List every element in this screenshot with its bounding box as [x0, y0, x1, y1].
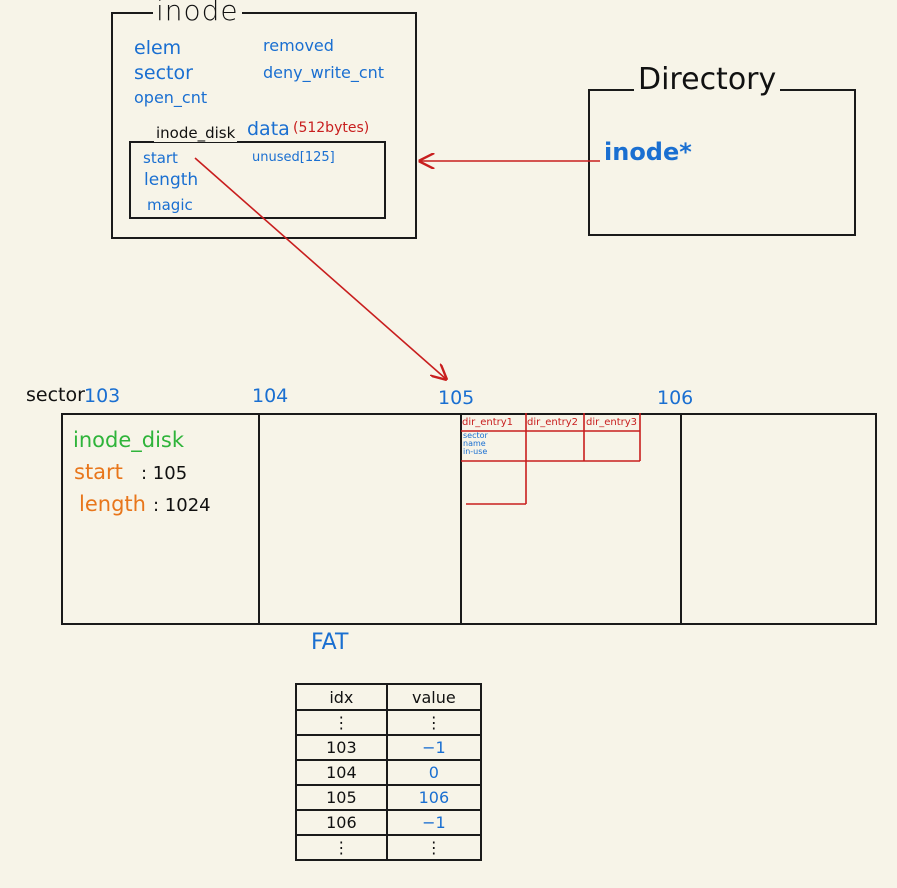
fat-cell-value: 0	[385, 759, 483, 786]
fat-cell-value: 106	[385, 784, 483, 811]
sector103-heading: inode_disk	[73, 428, 185, 452]
dir-entry-field-sector: sector	[463, 431, 488, 440]
inode-disk-field-length: length	[144, 170, 199, 190]
sector103-start-value: : 105	[141, 463, 188, 484]
fat-cell-idx: 105	[295, 784, 388, 811]
dir-entry-field-name: name	[463, 439, 486, 448]
inode-field-elem: elem	[134, 37, 182, 59]
directory-title: Directory	[634, 62, 781, 97]
dir-entry-3: dir_entry3	[586, 417, 638, 428]
fat-row: ⋮⋮	[295, 834, 483, 861]
inode-disk-unused: unused[125]	[252, 150, 335, 165]
fat-cell-idx: ⋮	[295, 709, 388, 736]
sector103-length-label: length	[79, 492, 146, 516]
inode-disk-title: inode_disk	[154, 124, 238, 142]
inode-field-removed: removed	[263, 36, 334, 55]
dir-entry-grid	[461, 413, 641, 505]
inode-field-deny-write-cnt: deny_write_cnt	[263, 63, 385, 82]
fat-header-value: value	[385, 683, 483, 711]
inode-disk-data-size: (512bytes)	[291, 120, 372, 136]
inode-disk-box	[129, 141, 386, 219]
fat-cell-value: ⋮	[385, 709, 483, 736]
fat-cell-idx: 106	[295, 809, 388, 836]
fat-row: 103−1	[295, 734, 483, 761]
inode-box	[111, 12, 417, 239]
fat-row: ⋮⋮	[295, 709, 483, 736]
dir-entry-2: dir_entry2	[527, 417, 579, 428]
fat-cell-value: −1	[385, 809, 483, 836]
dir-entry-field-in-use: in-use	[463, 447, 488, 456]
sector-number-104: 104	[252, 385, 289, 407]
sector-number-106: 106	[657, 387, 694, 409]
fat-cell-idx: 104	[295, 759, 388, 786]
inode-disk-field-magic: magic	[147, 196, 193, 214]
arrow-start-to-sector105	[194, 157, 446, 379]
dir-entry-1: dir_entry1	[462, 417, 514, 428]
sector-cell-106	[680, 413, 877, 625]
fat-header-row: idx value	[295, 683, 483, 711]
inode-title: inode	[153, 0, 242, 27]
sector-prefix-label: sector	[26, 384, 85, 406]
fat-row: 106−1	[295, 809, 483, 836]
fat-title: FAT	[311, 630, 349, 655]
sector-number-103: 103	[84, 385, 121, 407]
fat-header-idx: idx	[295, 683, 388, 711]
sector-number-105: 105	[438, 387, 475, 409]
fat-cell-value: −1	[385, 734, 483, 761]
inode-field-open-cnt: open_cnt	[134, 88, 208, 107]
fat-cell-value: ⋮	[385, 834, 483, 861]
sector103-length-value: : 1024	[153, 495, 211, 516]
inode-disk-field-start: start	[143, 149, 178, 167]
directory-field-inode-ptr: inode*	[604, 138, 692, 166]
fat-cell-idx: ⋮	[295, 834, 388, 861]
inode-field-sector: sector	[134, 62, 193, 84]
sector103-start-label: start	[74, 460, 123, 484]
inode-disk-data-label: data	[245, 118, 292, 140]
fat-cell-idx: 103	[295, 734, 388, 761]
